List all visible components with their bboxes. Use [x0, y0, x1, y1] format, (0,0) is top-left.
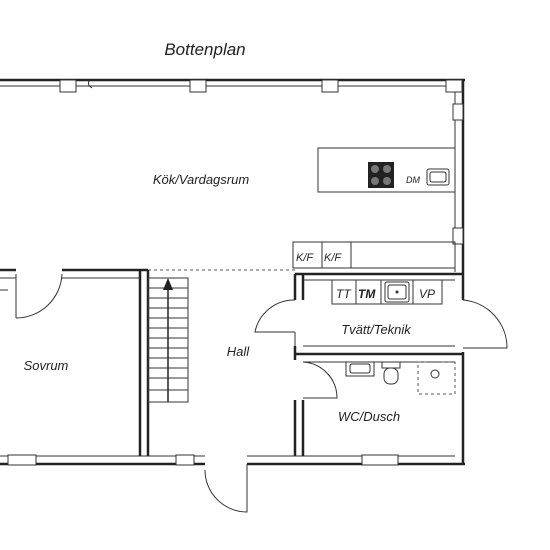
- washer-label: TM: [358, 287, 376, 301]
- room-label-hall: Hall: [227, 344, 251, 359]
- laundry-walls: [293, 272, 463, 360]
- staircase: [147, 277, 189, 403]
- dryer-label: TT: [336, 287, 352, 301]
- stair-direction-arrow-icon: [163, 278, 173, 402]
- fridge-freezer-label-1: K/F: [296, 252, 314, 264]
- top-windows: [59, 79, 463, 93]
- shower-icon: [417, 361, 456, 395]
- plan-title: Bottenplan: [164, 40, 245, 59]
- wc-fixtures: [345, 361, 456, 395]
- bedroom-walls: [0, 268, 150, 456]
- laundry-door-left: [254, 299, 296, 333]
- room-label-kitchen-living: Kök/Vardagsrum: [153, 172, 250, 187]
- room-label-laundry-tech: Tvätt/Teknik: [341, 322, 412, 337]
- toilet-icon: [381, 361, 401, 385]
- bedroom-door-swing: [15, 273, 63, 319]
- dishwasher-label: DM: [406, 175, 420, 185]
- laundry-sink-icon: [384, 281, 410, 303]
- water-heater-label: VP: [419, 287, 435, 301]
- room-label-bedroom: Sovrum: [24, 358, 69, 373]
- stove-icon: [368, 162, 394, 188]
- bottom-windows: [7, 454, 399, 466]
- fridge-freezer-label-2: K/F: [324, 252, 342, 264]
- room-label-wc-shower: WC/Dusch: [338, 409, 400, 424]
- fridge-freezers: K/F K/F: [292, 241, 456, 269]
- kitchen-counter: DM: [317, 147, 456, 193]
- outer-walls: [0, 78, 465, 466]
- entrance-door: [204, 464, 248, 513]
- right-windows: [452, 103, 464, 245]
- laundry-door-right: [462, 299, 508, 349]
- wc-sink-icon: [345, 361, 375, 377]
- laundry-appliances: TT TM VP: [331, 279, 443, 305]
- kitchen-sink-icon: [426, 168, 450, 186]
- wc-door: [302, 361, 338, 399]
